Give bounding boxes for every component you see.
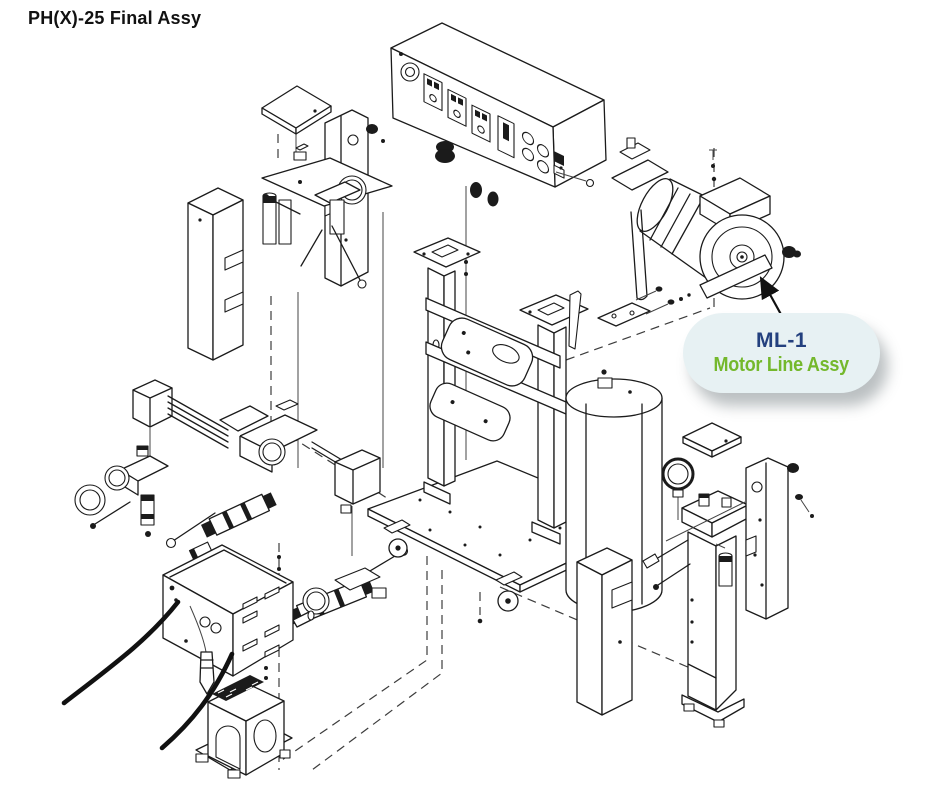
right-filter-tower [642,457,749,728]
cylinder-manifold-assembly [132,379,381,514]
left-u-channel-cover [187,187,244,361]
panel-controls [423,73,565,179]
frame-cart [367,237,691,612]
right-u-channel-cover [576,547,633,716]
callout-arrow [759,276,784,319]
callout-label: Motor Line Assy [713,354,850,376]
left-filter-regulator [261,143,393,289]
page-title: PH(X)-25 Final Assy [28,8,202,28]
right-cover-lid [682,422,742,458]
pressure-regulator-gauges [74,445,169,537]
grommet-plugs [435,141,499,207]
callout-bubble: ML-1 Motor Line Assy [683,313,880,393]
ball-valve-2 [288,545,409,625]
transformer [195,675,293,779]
electrical-box [61,544,315,751]
control-panel-box [390,22,607,188]
left-cover-lid [261,85,332,135]
callout-code: ML-1 [756,329,807,352]
motor-line-assembly [611,137,801,301]
ball-valve-1 [165,492,277,562]
right-bracket-panel [745,457,814,620]
